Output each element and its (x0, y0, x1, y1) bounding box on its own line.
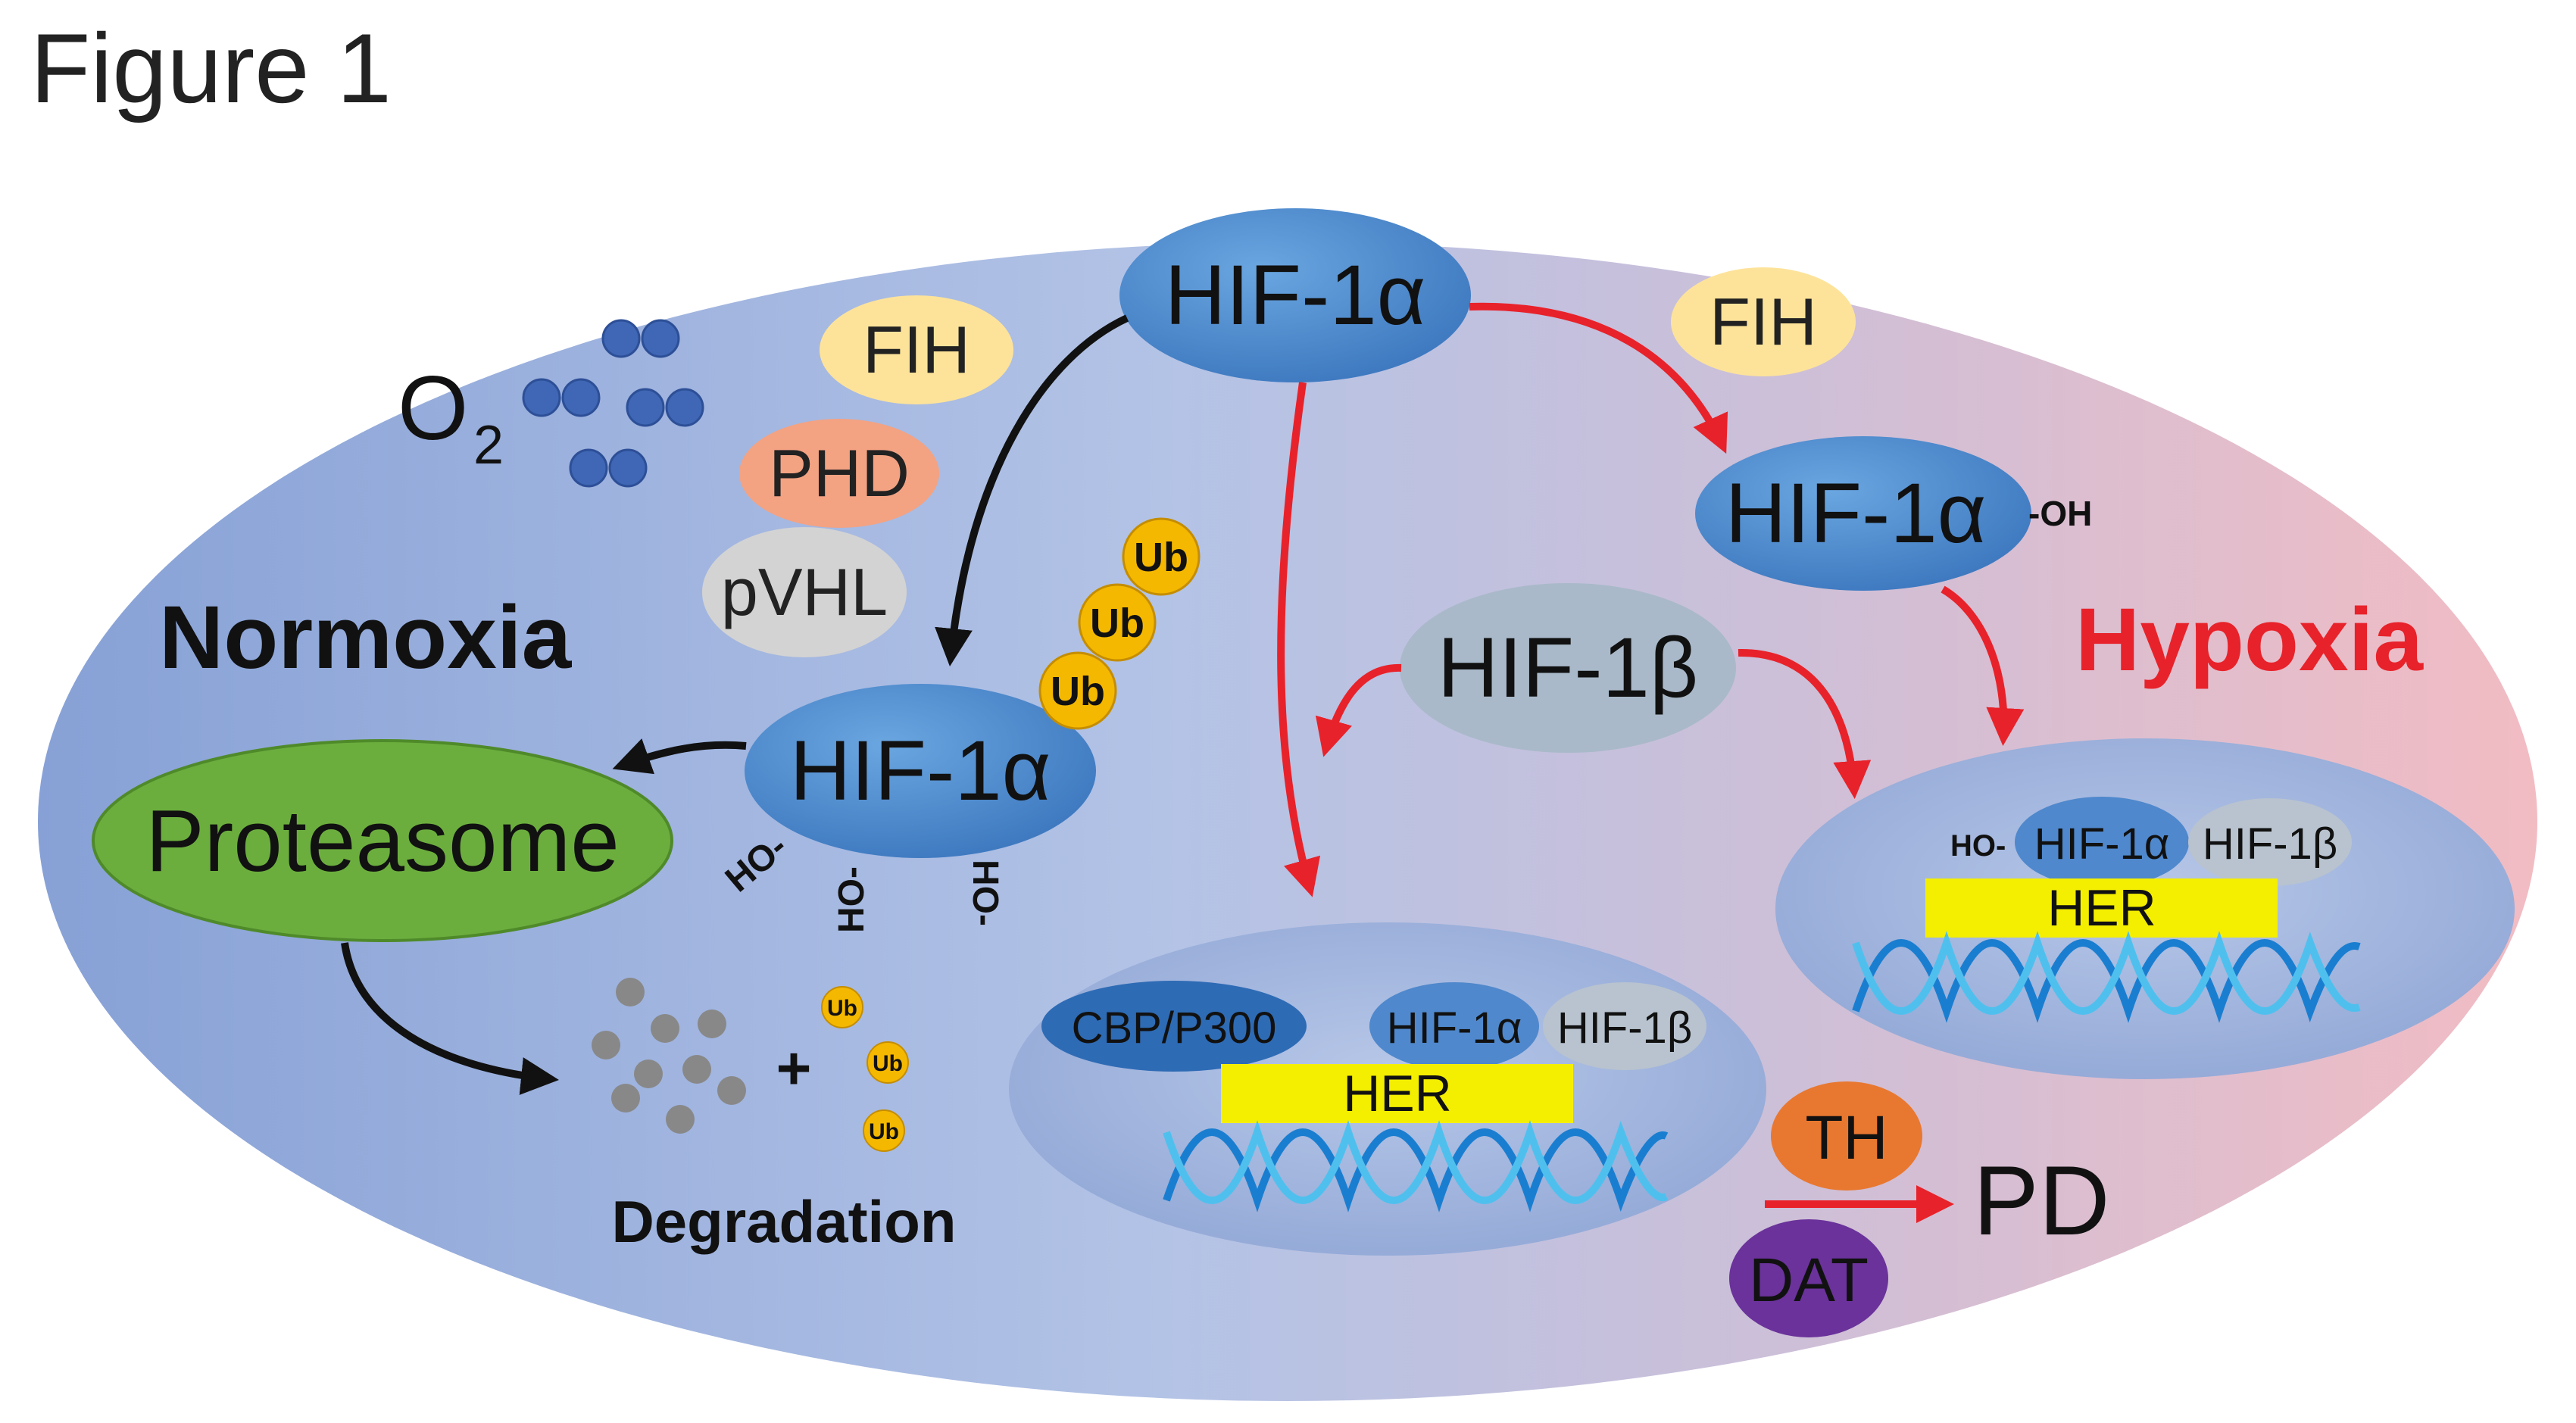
cbp-p300-label: CBP/P300 (1072, 1003, 1277, 1053)
hif1a-top-label: HIF-1α (1165, 248, 1426, 342)
phd-ellipse (739, 419, 939, 528)
center-hif1b-ellipse (1543, 982, 1706, 1070)
right-hif1a-label: HIF-1α (2034, 819, 2170, 869)
phd-label: PHD (769, 435, 910, 510)
arrow-hif-to-proteasome (612, 738, 747, 775)
right-hif1b-ellipse (2188, 798, 2352, 886)
free-ub-label-3: Ub (869, 1119, 899, 1144)
free-ub-label-2: Ub (873, 1051, 903, 1076)
hif1a-ub-ellipse (745, 684, 1096, 858)
arrow-hydroxylated-to-right-nucleus (1941, 585, 2025, 746)
fih-left-ellipse (820, 295, 1013, 404)
free-ub: Ub Ub Ub (821, 986, 909, 1152)
fih-right-label: FIH (1710, 284, 1817, 359)
o2-molecule-dots (522, 319, 704, 488)
arrow-hif-to-ub (935, 314, 1129, 666)
ub-label-3: Ub (1051, 669, 1105, 714)
fih-right-ellipse (1671, 267, 1856, 376)
normoxia-label: Normoxia (159, 588, 573, 688)
th-ellipse (1771, 1081, 1922, 1191)
ub-label-1: Ub (1134, 535, 1188, 580)
right-hif1b-label: HIF-1β (2203, 819, 2337, 869)
oxygen-group: O 2 (398, 319, 704, 488)
arrow-hif1b-to-right (1738, 648, 1872, 799)
proteasome-ellipse (92, 739, 673, 942)
hif1a-top-ellipse (1119, 208, 1471, 382)
pvhl-ellipse (702, 527, 907, 657)
arrow-hif-to-center-nucleus (1277, 382, 1321, 897)
oh-suffix: -OH (2028, 494, 2092, 533)
center-her-label: HER (1343, 1065, 1452, 1122)
hif1a-ub-label: HIF-1α (790, 723, 1051, 818)
right-hif1a-ellipse (2015, 797, 2189, 888)
dat-ellipse (1729, 1219, 1888, 1337)
dat-label: DAT (1749, 1246, 1869, 1315)
right-her-label: HER (2047, 879, 2156, 937)
center-hif1a-ellipse (1369, 982, 1539, 1070)
ub-label-2: Ub (1090, 601, 1144, 646)
figure-title: Figure 1 (30, 13, 392, 123)
fih-left-label: FIH (863, 312, 970, 387)
o2-letter: O (398, 357, 468, 459)
right-her-box (1925, 878, 2278, 938)
peptide-fragments (592, 978, 746, 1134)
cbp-p300-ellipse (1041, 981, 1307, 1072)
ho-group-3: HO- (965, 860, 1005, 926)
arrow-hif-to-hydroxylated (1469, 302, 1728, 454)
right-ho-prefix: HO- (1950, 829, 2006, 863)
hif1b-ellipse (1400, 583, 1736, 753)
arrow-proteasome-to-degradation (341, 942, 559, 1095)
center-hif1b-label: HIF-1β (1557, 1003, 1692, 1053)
center-dna-helix (1163, 1120, 1669, 1212)
hif1a-oh-ellipse (1695, 436, 2031, 591)
arrow-hif1b-to-center (1315, 663, 1402, 757)
center-hif1a-label: HIF-1α (1387, 1003, 1522, 1053)
o2-subscript: 2 (473, 415, 504, 476)
hif1a-oh-label: HIF-1α (1725, 466, 1987, 560)
right-dna-helix (1852, 931, 2361, 1023)
pvhl-label: pVHL (721, 554, 888, 629)
ho-group-2: HO- (832, 866, 872, 933)
pd-label: PD (1973, 1145, 2110, 1256)
degradation-label: Degradation (611, 1188, 956, 1255)
th-label: TH (1805, 1103, 1888, 1172)
hif1b-label: HIF-1β (1438, 620, 1698, 715)
hypoxia-label: Hypoxia (2075, 590, 2424, 690)
center-her-box (1221, 1064, 1573, 1123)
free-ub-label-1: Ub (827, 996, 857, 1021)
plus-sign: + (776, 1034, 812, 1102)
ub-chain: Ub Ub Ub (1038, 517, 1201, 730)
proteasome-label: Proteasome (145, 791, 619, 890)
